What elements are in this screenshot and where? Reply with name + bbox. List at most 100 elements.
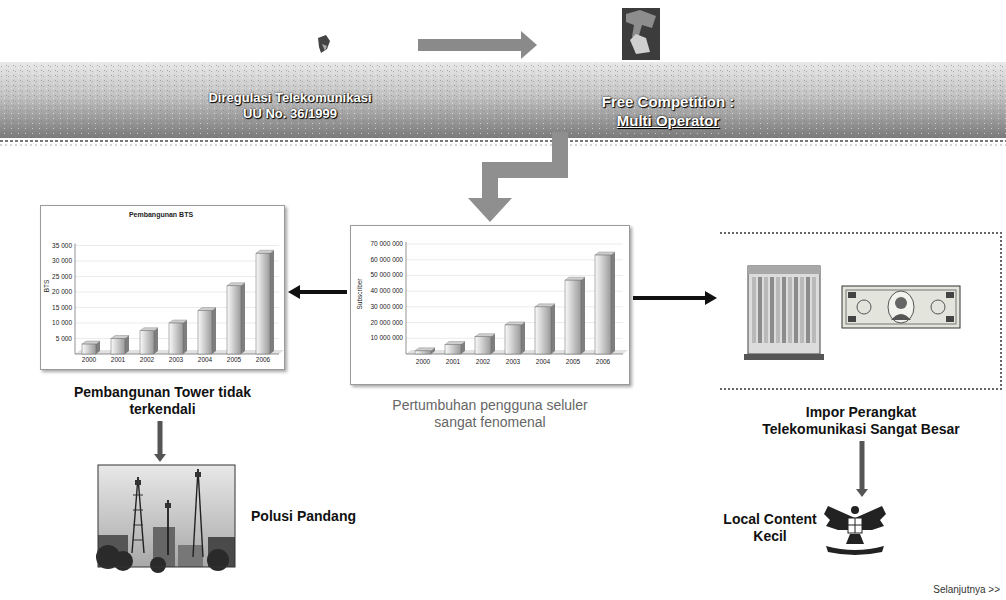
photo-tower bbox=[193, 469, 198, 557]
bar-top bbox=[169, 320, 187, 323]
figure-frame bbox=[98, 465, 235, 567]
axis-tick: 30 000 bbox=[52, 258, 72, 265]
bar-top bbox=[227, 283, 245, 286]
illustration bbox=[720, 234, 1002, 392]
rack-body bbox=[748, 266, 820, 354]
bar-top bbox=[505, 322, 525, 325]
law-icon bbox=[318, 35, 330, 53]
rack-card bbox=[806, 277, 810, 343]
flow-arrow bbox=[300, 290, 347, 294]
photo-tree bbox=[113, 551, 133, 571]
banknote-portrait bbox=[888, 291, 914, 323]
bar-top bbox=[565, 277, 585, 280]
chart-panel: Pembangunan BTS35 00030 00025 00020 0001… bbox=[40, 205, 285, 418]
photo-tower bbox=[132, 477, 138, 553]
bar-side bbox=[611, 252, 615, 354]
axis-tick: 2004 bbox=[198, 357, 212, 364]
chart-bar bbox=[198, 308, 216, 354]
photo-building bbox=[178, 545, 203, 567]
axis-tick: 2005 bbox=[566, 359, 580, 366]
bar-top bbox=[595, 252, 615, 255]
photo-tree bbox=[207, 549, 229, 571]
node-text: Polusi Pandang bbox=[251, 508, 356, 525]
bar-front bbox=[595, 255, 611, 354]
banknote-border bbox=[846, 290, 956, 324]
chart-bar bbox=[227, 283, 245, 354]
bar-front bbox=[140, 331, 154, 354]
chart-bar bbox=[535, 304, 555, 354]
bar-side bbox=[212, 308, 216, 354]
grid-line bbox=[406, 291, 623, 292]
figure-frame bbox=[820, 500, 890, 556]
flow-arrow bbox=[418, 39, 521, 51]
axis-tick: 2000 bbox=[82, 357, 96, 364]
chart-bar bbox=[595, 252, 615, 354]
chart-bar bbox=[82, 341, 100, 354]
banknote-portrait bbox=[891, 314, 911, 320]
grid-line bbox=[406, 244, 623, 245]
figure-frame: 70 000 00060 000 00050 000 00040 000 000… bbox=[350, 225, 630, 385]
rack-card bbox=[770, 277, 774, 343]
chart-bar bbox=[565, 277, 585, 354]
bar-top bbox=[140, 328, 158, 331]
bar-top bbox=[256, 250, 274, 253]
chart-title: Pembangunan BTS bbox=[129, 211, 193, 218]
photo-antenna bbox=[165, 503, 171, 508]
node-text: Pembangunan Tower tidak terkendali bbox=[52, 384, 274, 418]
axis-tick: 15 000 bbox=[52, 304, 72, 311]
rack-card bbox=[800, 277, 804, 343]
photo-item: Polusi Pandang bbox=[98, 465, 388, 567]
banknote-seal bbox=[931, 300, 945, 314]
emblem-tail bbox=[846, 534, 864, 544]
node-text: Multi Operator bbox=[540, 111, 796, 130]
axis-tick: 2002 bbox=[476, 359, 490, 366]
chart-bar bbox=[445, 342, 465, 354]
rack-card bbox=[764, 277, 768, 343]
law-icon bbox=[322, 44, 327, 51]
axis-tick: 2003 bbox=[506, 359, 520, 366]
photo-tree bbox=[150, 557, 166, 573]
axis-tick: 2001 bbox=[446, 359, 460, 366]
grid-line bbox=[406, 306, 623, 307]
competition-icon bbox=[626, 10, 656, 39]
bar-front bbox=[227, 286, 241, 354]
banknote-seal bbox=[857, 300, 871, 314]
bar-front bbox=[505, 325, 521, 354]
axis-tick: 2004 bbox=[536, 359, 550, 366]
rack-card bbox=[752, 277, 756, 343]
photo-antenna bbox=[135, 480, 141, 485]
bar-front bbox=[198, 311, 212, 354]
emblem-ribbon bbox=[826, 546, 884, 555]
photo-tower bbox=[198, 469, 203, 557]
bar-top bbox=[475, 334, 495, 337]
flow-arrow bbox=[633, 296, 705, 300]
competition-icon bbox=[622, 8, 660, 60]
axis-tick: 2005 bbox=[227, 357, 241, 364]
bar-top bbox=[535, 304, 555, 307]
banknote-corner bbox=[848, 292, 856, 298]
photo-tower bbox=[133, 525, 143, 526]
rack-base bbox=[744, 354, 824, 360]
banknote-portrait bbox=[895, 297, 907, 309]
axis-tick: 2000 bbox=[416, 359, 430, 366]
bar-front bbox=[535, 307, 551, 354]
rack-card bbox=[794, 277, 798, 343]
node-text: Local Content Kecil bbox=[720, 511, 820, 545]
grid-line bbox=[406, 259, 623, 260]
bar-side bbox=[491, 334, 495, 354]
axis-tick: 35 000 bbox=[52, 242, 72, 249]
law-icon bbox=[318, 35, 330, 53]
dotted-rule bbox=[0, 140, 1006, 142]
grid-line bbox=[75, 245, 279, 246]
spacer bbox=[165, 0, 415, 90]
banknote-corner bbox=[946, 316, 954, 322]
grid-line bbox=[75, 261, 279, 262]
photo-tower bbox=[133, 495, 143, 496]
illustration bbox=[98, 465, 235, 567]
photo-antenna bbox=[195, 472, 201, 477]
banknote bbox=[842, 286, 960, 328]
emblem-shield bbox=[848, 518, 862, 533]
band-grain bbox=[0, 62, 1006, 138]
